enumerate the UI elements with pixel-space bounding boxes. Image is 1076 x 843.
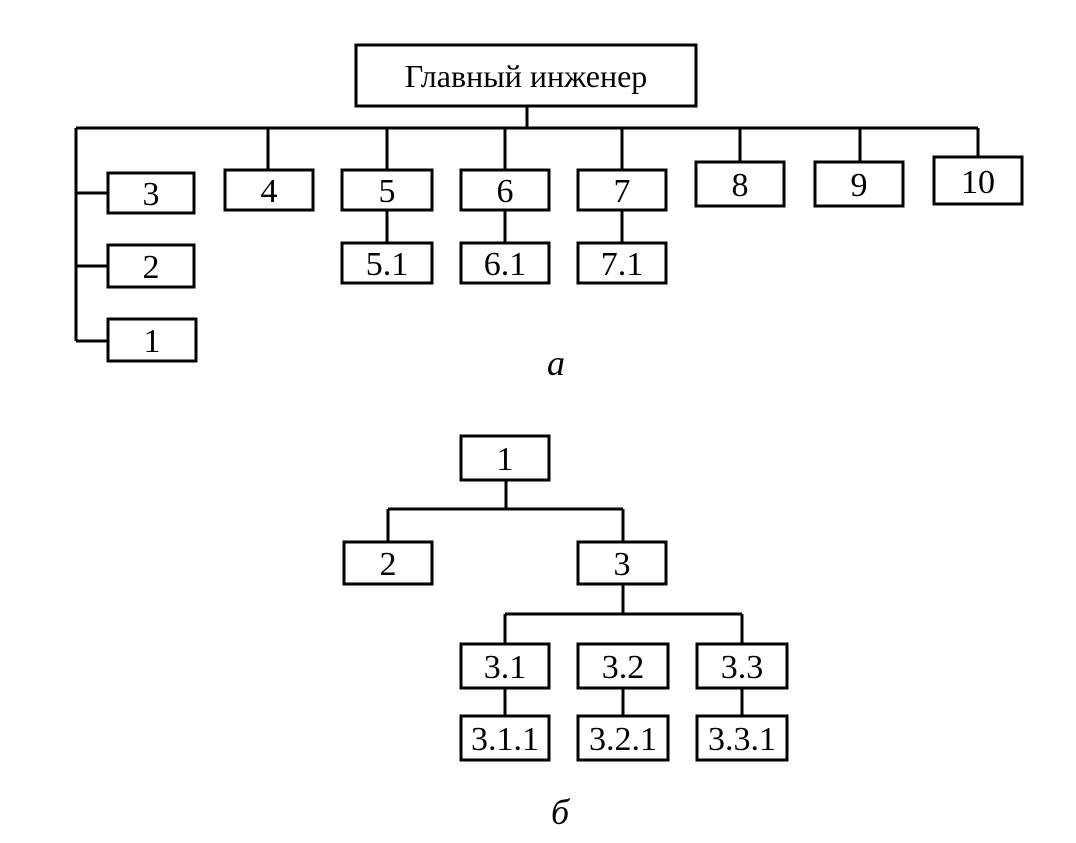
node-8-label: 8 bbox=[732, 167, 749, 204]
node-b3-3: 3.3 bbox=[695, 642, 789, 690]
node-3: 3 bbox=[106, 171, 196, 215]
node-b2-label: 2 bbox=[380, 546, 397, 583]
node-8: 8 bbox=[694, 160, 786, 208]
node-5-label: 5 bbox=[379, 173, 396, 210]
node-6: 6 bbox=[459, 168, 551, 212]
node-10-label: 10 bbox=[961, 164, 995, 201]
node-1: 1 bbox=[106, 317, 198, 363]
node-10: 10 bbox=[932, 155, 1024, 206]
node-b1: 1 bbox=[459, 434, 551, 482]
diagram-b: 1 2 3 3.1 3.2 3.3 3.1.1 3.2.1 bbox=[342, 434, 789, 832]
node-b3-3-1-label: 3.3.1 bbox=[708, 721, 776, 758]
node-2: 2 bbox=[106, 243, 196, 289]
node-b3-1-label: 3.1 bbox=[484, 649, 527, 686]
node-7-label: 7 bbox=[614, 173, 631, 210]
node-4: 4 bbox=[223, 168, 315, 212]
node-b3-2: 3.2 bbox=[576, 642, 670, 690]
node-5: 5 bbox=[340, 168, 434, 212]
node-6-1-label: 6.1 bbox=[484, 246, 527, 283]
node-b1-label: 1 bbox=[497, 441, 514, 478]
node-root-label: Главный инженер bbox=[405, 58, 648, 94]
node-9-label: 9 bbox=[851, 167, 868, 204]
node-b3-1: 3.1 bbox=[459, 642, 551, 690]
node-1-label: 1 bbox=[144, 323, 161, 360]
node-b3-3-label: 3.3 bbox=[721, 649, 764, 686]
caption-a: а bbox=[547, 343, 565, 383]
node-b2: 2 bbox=[342, 540, 434, 586]
node-5-1: 5.1 bbox=[340, 241, 434, 285]
node-b3-2-label: 3.2 bbox=[602, 649, 645, 686]
node-b3-2-1: 3.2.1 bbox=[576, 714, 670, 762]
diagram-a: Главный инженер 3 2 1 4 5 6 bbox=[74, 43, 1024, 383]
node-9: 9 bbox=[813, 160, 905, 208]
node-b3-2-1-label: 3.2.1 bbox=[589, 721, 657, 758]
caption-b: б bbox=[551, 792, 571, 832]
node-3-label: 3 bbox=[143, 176, 160, 213]
node-4-label: 4 bbox=[261, 173, 278, 210]
node-5-1-label: 5.1 bbox=[366, 246, 409, 283]
node-root: Главный инженер bbox=[354, 43, 698, 108]
node-b3-3-1: 3.3.1 bbox=[695, 714, 789, 762]
node-b3: 3 bbox=[576, 540, 668, 586]
diagram-a-connectors bbox=[74, 106, 980, 343]
node-7-1-label: 7.1 bbox=[601, 246, 644, 283]
diagram-b-connectors bbox=[386, 480, 744, 716]
node-b3-label: 3 bbox=[614, 546, 631, 583]
node-7: 7 bbox=[576, 168, 668, 212]
node-6-label: 6 bbox=[497, 173, 514, 210]
node-2-label: 2 bbox=[143, 249, 160, 286]
node-b3-1-1: 3.1.1 bbox=[459, 714, 551, 762]
node-b3-1-1-label: 3.1.1 bbox=[471, 721, 539, 758]
node-6-1: 6.1 bbox=[459, 241, 551, 285]
node-7-1: 7.1 bbox=[576, 241, 668, 285]
